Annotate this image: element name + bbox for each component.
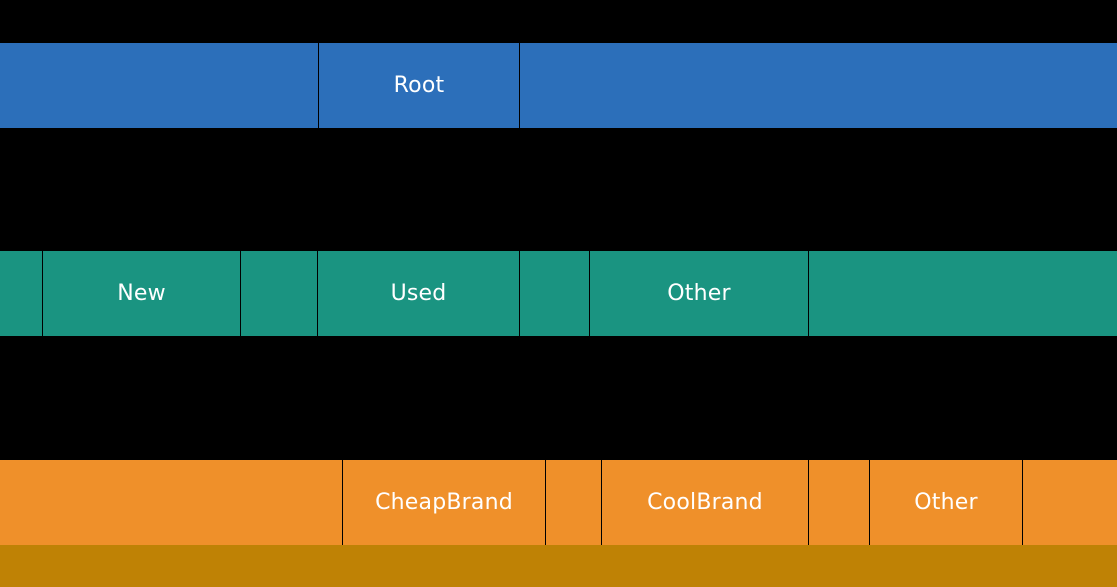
icicle-node-label: CoolBrand <box>647 489 763 515</box>
icicle-node-used[interactable]: Used <box>318 251 519 336</box>
icicle-node-label: CheapBrand <box>375 489 513 515</box>
icicle-node-label: Root <box>393 72 445 98</box>
icicle-node-segment[interactable] <box>241 251 317 336</box>
icicle-level-brand-level: CheapBrand CoolBrand Other <box>0 460 1117 545</box>
icicle-node-segment[interactable] <box>520 43 1117 128</box>
icicle-level-category-level: New Used Other <box>0 251 1117 336</box>
icicle-node-cheapbrand[interactable]: CheapBrand <box>343 460 545 545</box>
icicle-node-segment[interactable] <box>809 251 1117 336</box>
icicle-node-other[interactable]: Other <box>590 251 808 336</box>
icicle-node-segment[interactable] <box>809 460 869 545</box>
icicle-node-segment[interactable] <box>546 460 601 545</box>
icicle-level-leaf-level <box>0 545 1117 587</box>
icicle-node-segment[interactable] <box>0 43 318 128</box>
icicle-node-segment[interactable] <box>1023 460 1117 545</box>
icicle-node-root[interactable]: Root <box>319 43 519 128</box>
icicle-node-coolbrand[interactable]: CoolBrand <box>602 460 808 545</box>
icicle-level-root-level: Root <box>0 43 1117 128</box>
icicle-node-segment[interactable] <box>0 251 42 336</box>
icicle-node-segment[interactable] <box>520 251 589 336</box>
icicle-node-new[interactable]: New <box>43 251 240 336</box>
icicle-node-segment[interactable] <box>0 460 342 545</box>
icicle-node-label: Used <box>390 280 447 306</box>
icicle-node-label: Other <box>914 489 978 515</box>
icicle-node-label: New <box>117 280 166 306</box>
icicle-node-other[interactable]: Other <box>870 460 1022 545</box>
icicle-node-segment[interactable] <box>0 545 1117 587</box>
icicle-node-label: Other <box>667 280 731 306</box>
